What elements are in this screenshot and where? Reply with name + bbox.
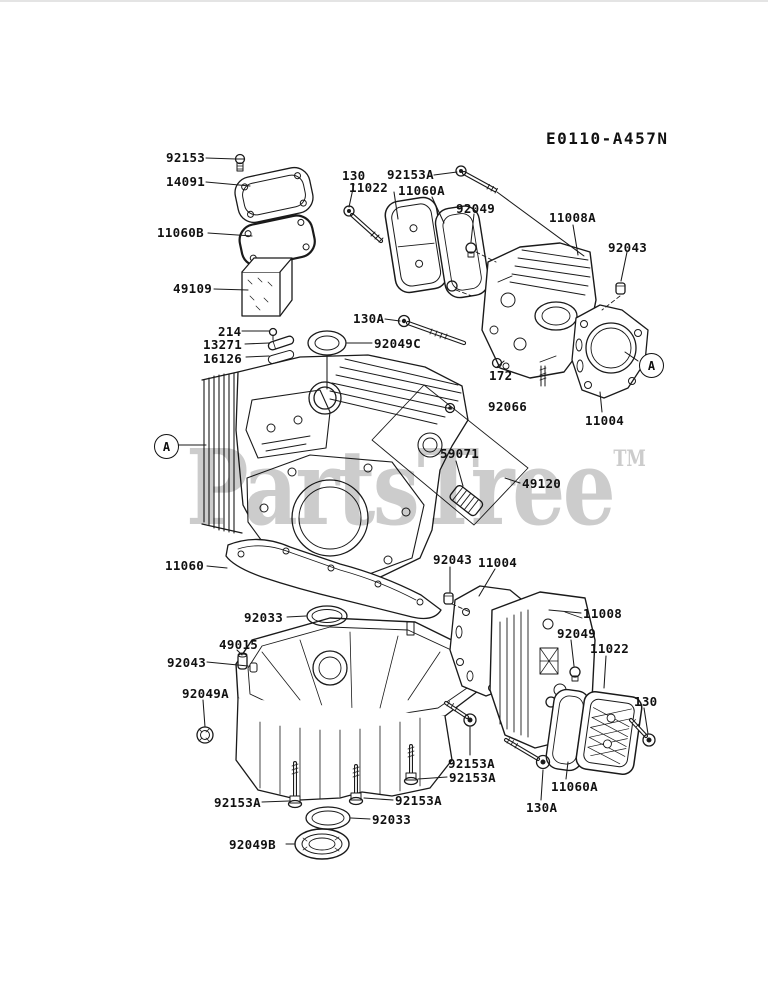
- part-label-130A-low[interactable]: 130A: [526, 800, 558, 815]
- part-label-92033-low[interactable]: 92033: [372, 812, 412, 827]
- part-label-92043-mid[interactable]: 92043: [433, 552, 473, 567]
- bolt-92153A-bottom-mid-drawing: [348, 764, 364, 806]
- o-ring-92033-top-drawing: [306, 605, 348, 627]
- pin-92043-mid-drawing: [443, 592, 454, 605]
- part-label-92049-low[interactable]: 92049: [557, 626, 597, 641]
- part-label-11022-low[interactable]: 11022: [590, 641, 630, 656]
- gasket-11060B-drawing: [238, 214, 316, 268]
- plug-59071-drawing: [449, 485, 484, 517]
- bolt-130-low-drawing: [629, 718, 656, 747]
- view-marker-a-right: A: [639, 353, 664, 378]
- part-label-11008A[interactable]: 11008A: [549, 210, 596, 225]
- part-label-11060[interactable]: 11060: [165, 558, 205, 573]
- gasket-11060-drawing: [225, 538, 442, 620]
- part-label-92033-top[interactable]: 92033: [244, 610, 284, 625]
- part-label-92043-low[interactable]: 92043: [167, 655, 207, 670]
- part-label-11004-right[interactable]: 11004: [585, 413, 625, 428]
- part-label-92153A-botmid[interactable]: 92153A: [395, 793, 442, 808]
- part-label-92049A[interactable]: 92049A: [182, 686, 229, 701]
- part-label-214[interactable]: 214: [218, 324, 242, 339]
- bolt-92153A-bottom-left-drawing: [287, 761, 303, 809]
- part-label-92153A-stack1[interactable]: 92153A: [448, 756, 495, 771]
- part-label-130-low[interactable]: 130: [634, 694, 658, 709]
- bolt-130A-low-drawing: [504, 738, 551, 770]
- part-label-11008[interactable]: 11008: [583, 606, 623, 621]
- part-label-11060A-low[interactable]: 11060A: [551, 779, 598, 794]
- diagram-code: E0110-A457N: [546, 129, 669, 148]
- clip-16126-drawing: [267, 350, 295, 364]
- seal-92049A-drawing: [196, 726, 214, 744]
- page-top-border: [0, 0, 768, 2]
- stud-92066-drawing: [444, 365, 547, 414]
- part-label-92049B[interactable]: 92049B: [229, 837, 276, 852]
- part-label-11022-top[interactable]: 11022: [349, 180, 389, 195]
- bolt-92153A-bottom-right-drawing: [403, 744, 419, 786]
- part-label-92049-top[interactable]: 92049: [456, 201, 496, 216]
- part-label-13271[interactable]: 13271: [203, 337, 243, 352]
- part-label-49120[interactable]: 49120: [522, 476, 562, 491]
- cover-14091-drawing: [234, 166, 314, 224]
- part-label-11060A-top[interactable]: 11060A: [398, 183, 445, 198]
- part-label-130A-top[interactable]: 130A: [353, 311, 385, 326]
- part-label-49015[interactable]: 49015: [219, 637, 259, 652]
- screw-214-drawing: [268, 327, 278, 341]
- pin-13271-drawing: [267, 335, 295, 351]
- pin-92043-top-drawing: [615, 282, 626, 295]
- part-label-49109[interactable]: 49109: [173, 281, 213, 296]
- part-label-92049C[interactable]: 92049C: [374, 336, 421, 351]
- part-label-92153A-stack2[interactable]: 92153A: [449, 770, 496, 785]
- part-label-130-top[interactable]: 130: [342, 168, 366, 183]
- breather-49015-drawing: [237, 652, 248, 670]
- part-label-92153A-top[interactable]: 92153A: [387, 167, 434, 182]
- section-plane-49120: [371, 384, 529, 526]
- cylinder-head-11008A-drawing: [481, 242, 597, 379]
- pin-92043-low-drawing: [249, 662, 258, 673]
- part-label-92153A-botleft[interactable]: 92153A: [214, 795, 261, 810]
- screw-92153-drawing: [234, 153, 246, 172]
- seal-92049C-drawing: [307, 330, 347, 356]
- rocker-cover-11022-low-drawing: [575, 691, 643, 775]
- bolt-92153A-top-drawing: [455, 165, 498, 194]
- gasket-11060A-top-drawing: [434, 205, 490, 299]
- cap-92049-top-drawing: [446, 242, 477, 292]
- part-label-92066[interactable]: 92066: [488, 399, 528, 414]
- leader-lines-dashed: [451, 251, 621, 613]
- part-label-16126[interactable]: 16126: [203, 351, 243, 366]
- bolt-130-top-drawing: [343, 205, 384, 244]
- part-label-14091[interactable]: 14091: [166, 174, 206, 189]
- part-label-92153[interactable]: 92153: [166, 150, 206, 165]
- part-label-59071[interactable]: 59071: [440, 446, 480, 461]
- oil-pan-drawing: [235, 617, 483, 801]
- head-gasket-11004-right-drawing: [571, 304, 649, 399]
- bolt-92153A-diag-drawing: [444, 701, 477, 727]
- leader-lines: [176, 157, 649, 845]
- seal-92049B-drawing: [294, 828, 350, 860]
- block-49109-drawing: [241, 257, 293, 317]
- view-marker-a-left: A: [154, 434, 179, 459]
- part-label-172[interactable]: 172: [489, 368, 513, 383]
- part-label-11004-mid[interactable]: 11004: [478, 555, 518, 570]
- part-label-92043-top[interactable]: 92043: [608, 240, 648, 255]
- part-label-11060B[interactable]: 11060B: [157, 225, 204, 240]
- o-ring-92033-low-drawing: [305, 806, 351, 830]
